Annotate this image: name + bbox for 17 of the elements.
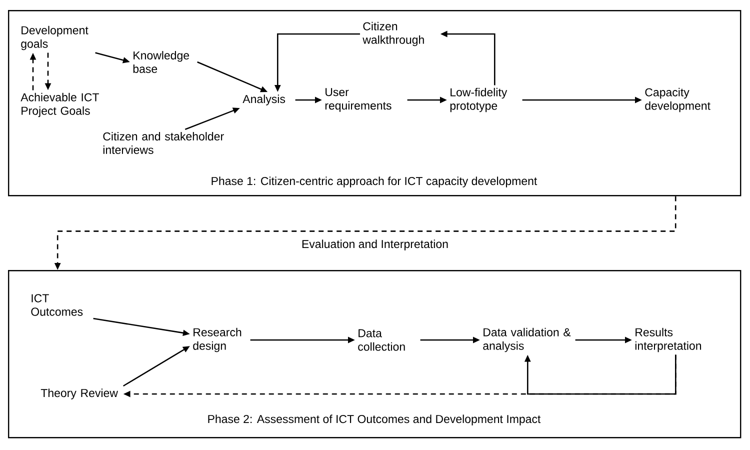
step-label: Low-fidelity prototype (450, 88, 508, 112)
edge-label: Evaluation and Interpretation (300, 238, 450, 252)
step-label: Data validation & analysis (483, 328, 571, 352)
step-label: Results interpretation (635, 328, 702, 352)
step-label: Analysis (242, 94, 286, 106)
arrow (524, 354, 676, 395)
step-label: Research design (193, 328, 242, 352)
step-label: User requirements (325, 88, 392, 112)
step-label: Theory Review (40, 388, 118, 400)
step-label: Citizen walkthrough (362, 22, 424, 46)
step-label: ICT Outcomes (31, 294, 83, 316)
step-label: Capacity development (645, 88, 710, 112)
step-label: Achievable ICT Project Goals (20, 92, 99, 118)
step-label: Knowledge base (133, 51, 190, 73)
step-label: Data collection (358, 329, 405, 351)
step-label: Development goals (21, 26, 88, 50)
step-label: Citizen and stakeholder interviews (103, 132, 224, 154)
